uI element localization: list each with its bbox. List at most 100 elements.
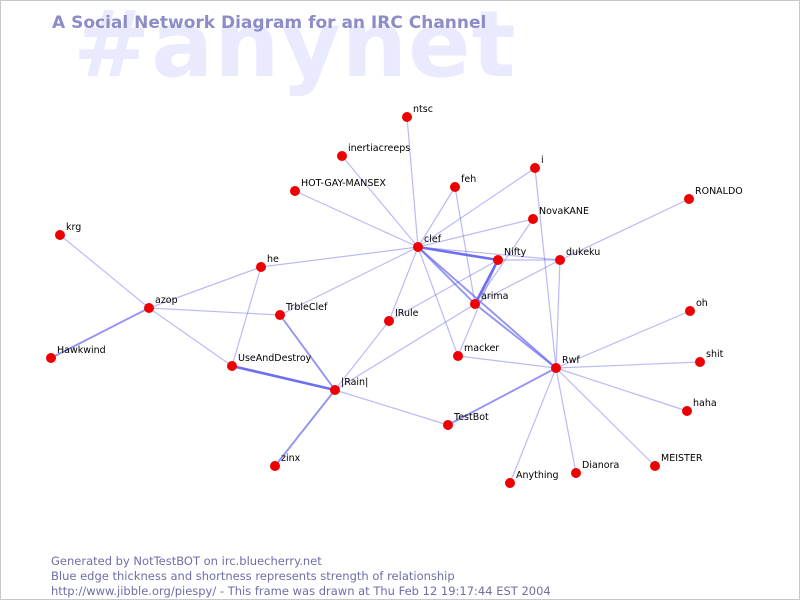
edge-arima-rwf: [474, 303, 557, 369]
node-feh: feh: [450, 174, 476, 192]
node-krg: krg: [55, 222, 81, 240]
node-dot: [413, 242, 423, 252]
node-clef: clef: [413, 234, 442, 252]
footer: Generated by NotTestBOT on irc.bluecherr…: [51, 554, 551, 599]
node-label: RONALDO: [695, 186, 743, 197]
edge-inertiacreeps-clef: [341, 155, 419, 248]
edge-arima-irain: [334, 303, 476, 391]
node-label: i: [541, 155, 544, 166]
node-label: oh: [696, 298, 708, 309]
diagram-title: A Social Network Diagram for an IRC Chan…: [52, 13, 487, 33]
node-useanddestroy: UseAndDestroy: [227, 353, 312, 371]
node-meister: MEISTER: [650, 453, 703, 471]
node-haha: haha: [682, 398, 717, 416]
node-dianora: Dianora: [571, 460, 619, 478]
node-i: i: [530, 155, 544, 173]
node-label: haha: [693, 398, 717, 409]
edge-ntsc-clef: [406, 116, 419, 248]
node-dot: [270, 461, 280, 471]
node-dot: [684, 194, 694, 204]
node-label: he: [267, 254, 279, 265]
edge-irain-testbot: [334, 389, 449, 426]
edge-nifty-arima: [473, 259, 500, 305]
node-dot: [384, 316, 394, 326]
edge-dukeku-rwf: [555, 259, 561, 369]
edge-irule-irain: [334, 320, 390, 391]
node-oh: oh: [685, 298, 708, 316]
edge-i-clef: [417, 167, 536, 248]
node-anything: Anything: [505, 470, 559, 488]
node-dot: [555, 255, 565, 265]
edge-nifty-irule: [388, 259, 499, 322]
node-dot: [443, 420, 453, 430]
node-dot: [144, 303, 154, 313]
node-dot: [227, 361, 237, 371]
node-label: Anything: [516, 470, 559, 481]
node-label: Rwf: [562, 355, 580, 366]
node-label: MEISTER: [661, 453, 703, 464]
edge-useanddestroy-irain: [231, 364, 336, 392]
edge-clef-nifty: [417, 245, 499, 262]
node-dot: [493, 255, 503, 265]
edge-irain-zinx: [274, 389, 336, 467]
node-dot: [402, 112, 412, 122]
edge-dukeku-arima: [474, 259, 561, 305]
node-dot: [55, 230, 65, 240]
edge-rwf-haha: [555, 367, 688, 412]
channel-watermark: #anynet: [73, 0, 517, 98]
node-arima: arima: [470, 291, 508, 309]
edge-hotgay-clef: [294, 190, 419, 248]
node-ntsc: ntsc: [402, 104, 433, 122]
node-dot: [685, 306, 695, 316]
node-hawkwind: Hawkwind: [46, 345, 106, 363]
node-dot: [682, 406, 692, 416]
edge-novakane-arima: [474, 218, 534, 305]
edge-rwf-shit: [555, 361, 701, 369]
edge-he-useanddestroy: [231, 266, 262, 367]
node-nifty: Nifty: [493, 247, 527, 265]
node-dot: [290, 186, 300, 196]
edge-azop-he: [148, 266, 262, 309]
node-rwf: Rwf: [551, 355, 580, 373]
node-dot: [530, 163, 540, 173]
edge-rwf-oh: [555, 310, 691, 369]
node-label: dukeku: [566, 247, 600, 258]
node-dot: [330, 385, 340, 395]
edge-clef-dukeku: [417, 246, 561, 261]
edge-rwf-meister: [555, 367, 656, 467]
footer-legend-note: Blue edge thickness and shortness repres…: [51, 569, 455, 583]
node-he: he: [256, 254, 279, 272]
node-dukeku: dukeku: [555, 247, 600, 265]
node-dot: [551, 363, 561, 373]
node-dot: [571, 468, 581, 478]
node-shit: shit: [695, 349, 724, 367]
edge-clef-rwf: [417, 246, 557, 369]
node-irain: |Rain|: [330, 377, 368, 395]
node-novakane: NovaKANE: [528, 206, 589, 224]
node-label: shit: [706, 349, 724, 360]
node-label: TrbleClef: [285, 302, 328, 313]
edge-azop-trbleclef: [148, 307, 281, 316]
node-label: Nifty: [504, 247, 527, 258]
edge-clef-macker: [417, 246, 459, 357]
edge-ronaldo-dukeku: [559, 198, 690, 261]
node-dot: [505, 478, 515, 488]
node-dot: [256, 262, 266, 272]
edge-trbleclef-irain: [279, 314, 336, 391]
edge-feh-arima: [454, 186, 476, 305]
footer-generated-by: Generated by NotTestBOT on irc.bluecherr…: [51, 554, 322, 568]
node-label: macker: [464, 343, 499, 354]
edge-clef-trbleclef: [279, 246, 419, 316]
node-dot: [46, 353, 56, 363]
node-label: Dianora: [582, 460, 619, 471]
node-label: arima: [481, 291, 508, 302]
edge-feh-clef: [417, 186, 456, 248]
node-label: krg: [66, 222, 81, 233]
edge-i-rwf: [534, 167, 557, 369]
edge-azop-hawkwind: [50, 307, 150, 359]
edge-clef-irule: [388, 246, 419, 322]
node-zinx: zinx: [270, 453, 301, 471]
node-label: zinx: [281, 453, 301, 464]
